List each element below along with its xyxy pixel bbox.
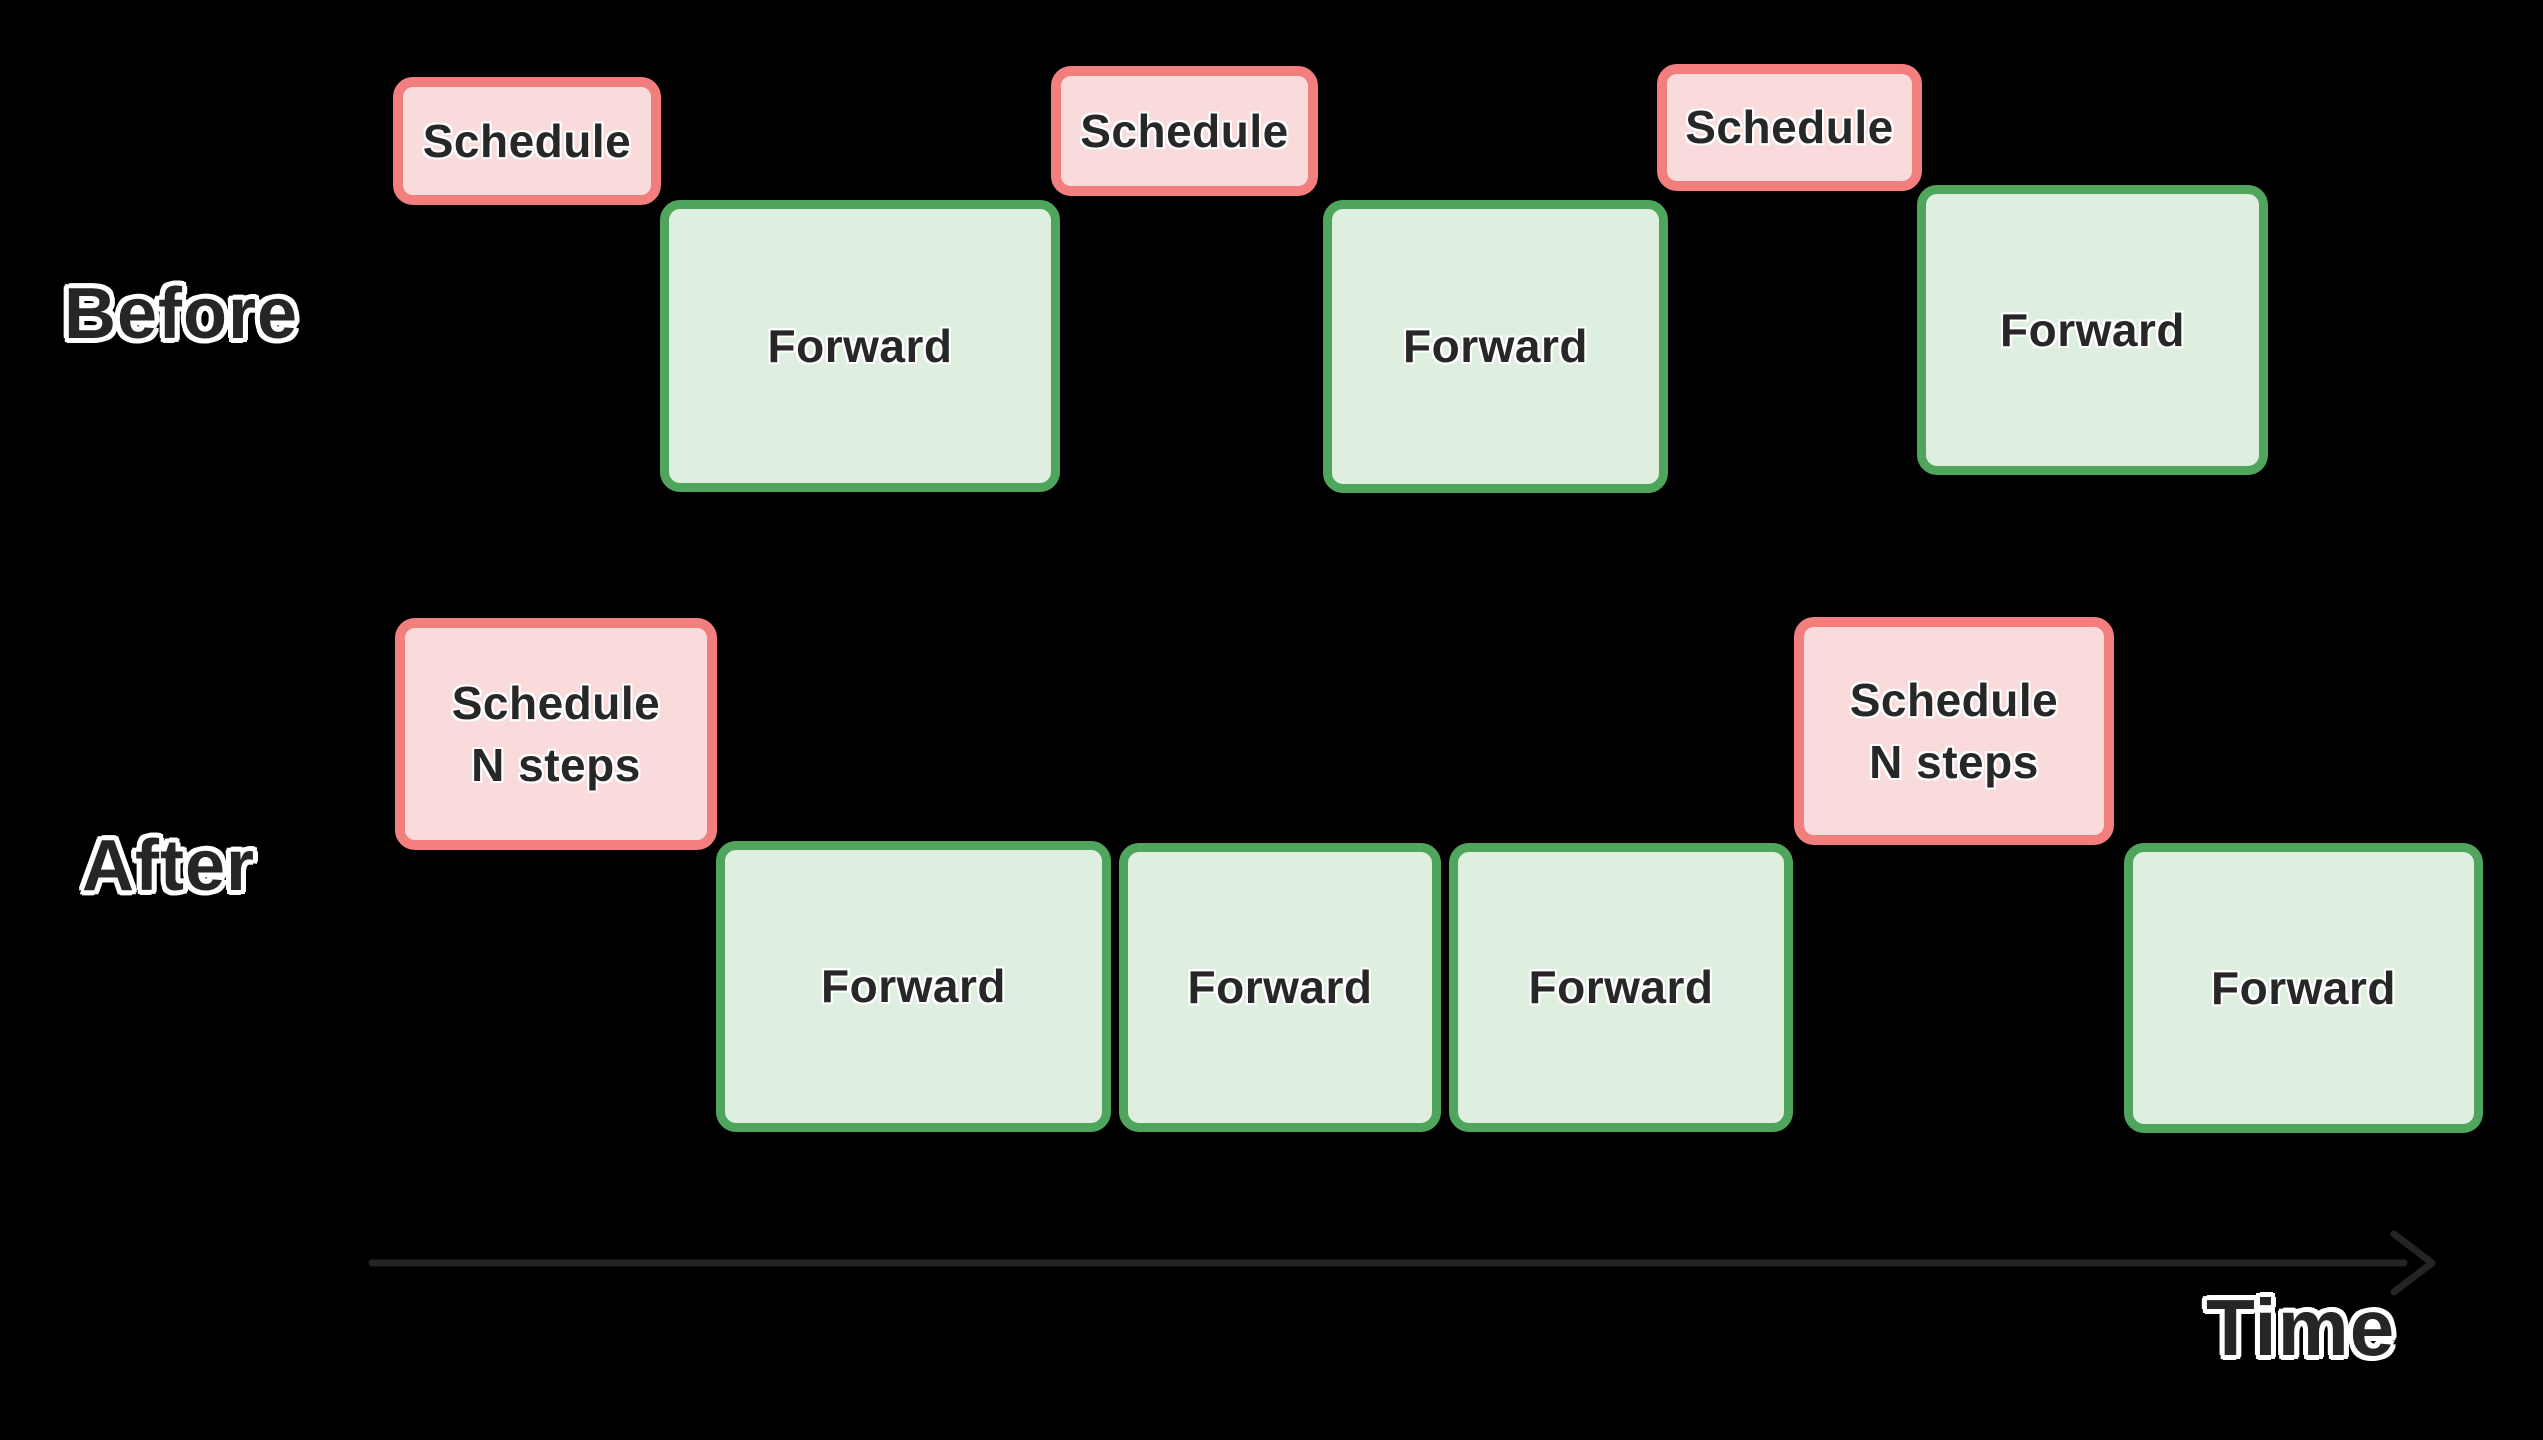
box-label: Forward (821, 960, 1006, 1013)
before-forward-box-2: Forward (1323, 200, 1668, 493)
box-label: Schedule N steps (1849, 673, 2059, 788)
after-forward-box-2: Forward (1119, 843, 1441, 1132)
box-label: Forward (767, 319, 953, 372)
box-label: Schedule (422, 114, 632, 167)
box-label: Schedule (1080, 104, 1289, 157)
after-schedule-n-steps-box-1: Schedule N steps (395, 618, 717, 850)
time-axis-arrowhead-icon (2390, 1230, 2436, 1296)
box-label: Forward (2000, 303, 2185, 356)
before-forward-box-3: Forward (1917, 185, 2268, 475)
after-forward-box-4: Forward (2124, 843, 2483, 1133)
box-label: Schedule N steps (451, 676, 661, 791)
after-forward-box-3: Forward (1449, 843, 1793, 1132)
before-schedule-box-3: Schedule (1657, 64, 1922, 191)
before-forward-box-1: Forward (660, 200, 1060, 492)
after-forward-box-1: Forward (716, 841, 1111, 1132)
box-label: Schedule (1685, 101, 1894, 154)
box-label: Forward (1403, 320, 1588, 373)
before-schedule-box-2: Schedule (1051, 66, 1318, 196)
before-schedule-box-1: Schedule (393, 77, 661, 205)
box-label: Forward (1187, 961, 1373, 1014)
time-axis-label: Time (2206, 1283, 2396, 1372)
row-label-after: After (82, 826, 256, 906)
after-schedule-n-steps-box-2: Schedule N steps (1794, 617, 2114, 845)
box-label: Forward (1528, 961, 1714, 1014)
row-label-before: Before (64, 274, 299, 354)
box-label: Forward (2211, 961, 2396, 1014)
